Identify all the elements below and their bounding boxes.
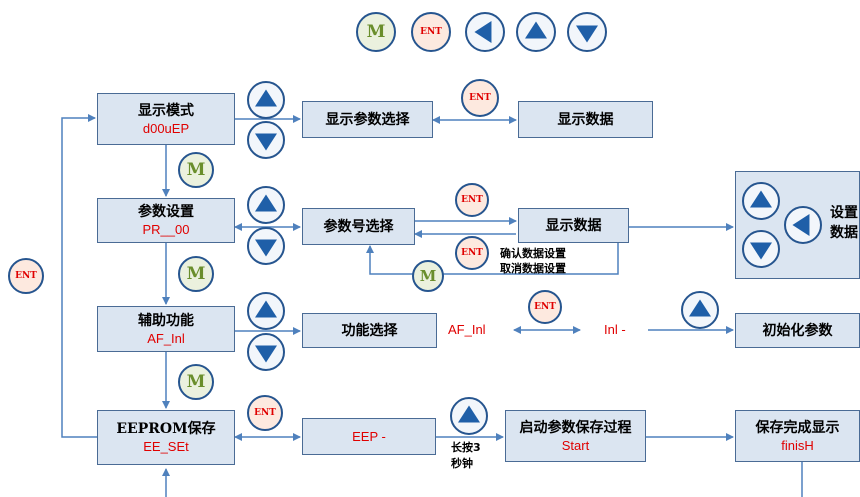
display-ent-button: ENT [461, 79, 499, 117]
param-number-select-box: 参数号选择 [302, 208, 415, 245]
param-m-button: M [412, 260, 444, 292]
m-label: M [186, 160, 206, 180]
aux-down-button [247, 333, 285, 371]
panel-title-line1: 设置 [830, 205, 858, 221]
eeprom-ent-button: ENT [247, 395, 283, 431]
up-arrow-icon [255, 194, 277, 212]
m-label: M [366, 22, 386, 42]
m-label: M [186, 264, 206, 284]
down-arrow-icon [255, 239, 277, 257]
up-arrow-icon [525, 21, 547, 39]
hold-note-line2: 秒钟 [451, 457, 473, 470]
af-code-text: AF_Inl [448, 322, 486, 337]
ent-label: ENT [534, 302, 556, 312]
panel-left-button [784, 206, 822, 244]
left-arrow-icon [474, 21, 492, 43]
m-button-3: M [178, 364, 214, 400]
param-data-label: 显示数据 [545, 217, 602, 234]
up-arrow-icon [689, 299, 711, 317]
cancel-data-note: 取消数据设置 [500, 262, 566, 275]
param-number-select-label: 参数号选择 [323, 218, 394, 235]
legend-m-button: M [356, 12, 396, 52]
m-button-2: M [178, 256, 214, 292]
finish-display-box: 保存完成显示 finisH [735, 410, 860, 462]
param-down-button [247, 227, 285, 265]
down-arrow-icon [255, 133, 277, 151]
panel-title-line2: 数据 [830, 225, 858, 241]
loop-ent-button: ENT [8, 258, 44, 294]
start-save-title: 启动参数保存过程 [519, 419, 632, 436]
m-label: M [419, 267, 437, 285]
aux-up-button [247, 292, 285, 330]
ent-label: ENT [420, 27, 442, 37]
down-arrow-icon [750, 242, 772, 260]
ent-label: ENT [254, 408, 276, 418]
left-arrow-icon [792, 214, 810, 236]
start-save-box: 启动参数保存过程 Start [505, 410, 646, 462]
display-mode-title: 显示模式 [138, 102, 194, 119]
aux-mode-code: AF_Inl [147, 330, 185, 346]
aux-ent-button: ENT [528, 290, 562, 324]
ent-label: ENT [15, 271, 37, 281]
param-up-button [247, 186, 285, 224]
eeprom-mode-title: EEPROM保存 [116, 421, 216, 437]
m-button-1: M [178, 152, 214, 188]
ent-label: ENT [461, 195, 483, 205]
eeprom-mode-code: EE_SEt [143, 439, 189, 454]
function-select-box: 功能选择 [302, 313, 437, 348]
start-save-code: Start [561, 437, 590, 453]
ent-label: ENT [469, 93, 491, 103]
param-ent-button-bottom: ENT [455, 236, 489, 270]
down-arrow-icon [255, 345, 277, 363]
eeprom-mode-box: EEPROM保存 EE_SEt [97, 410, 235, 465]
hold-note-line1: 长按3 [451, 441, 481, 454]
display-up-button [247, 81, 285, 119]
confirm-data-note: 确认数据设置 [500, 247, 566, 260]
set-data-panel: 设置 数据 [735, 171, 860, 279]
panel-up-button [742, 182, 780, 220]
param-mode-box: 参数设置 PR__00 [97, 198, 235, 243]
init-param-box: 初始化参数 [735, 313, 860, 348]
up-arrow-icon [255, 89, 277, 107]
display-mode-code: d00uEP [142, 120, 190, 136]
legend-down-button [567, 12, 607, 52]
panel-down-button [742, 230, 780, 268]
inl-code-text: Inl - [604, 322, 626, 337]
up-arrow-icon [255, 300, 277, 318]
legend-left-button [465, 12, 505, 52]
loop-line-left [61, 114, 97, 438]
ent-label: ENT [461, 248, 483, 258]
up-arrow-icon [750, 190, 772, 208]
param-mode-code: PR__00 [142, 222, 190, 237]
return-loop-param [366, 243, 619, 275]
function-select-label: 功能选择 [341, 322, 398, 339]
eeprom-up-button [450, 397, 488, 435]
m-label: M [186, 372, 206, 392]
display-data-label: 显示数据 [557, 111, 614, 128]
display-mode-box: 显示模式 d00uEP [97, 93, 235, 145]
param-mode-title: 参数设置 [138, 204, 194, 220]
display-param-select-label: 显示参数选择 [325, 111, 410, 128]
eep-code-box: EEP - [302, 418, 436, 455]
param-data-box: 显示数据 [518, 208, 629, 243]
eep-code-text: EEP - [352, 429, 386, 444]
param-ent-button-top: ENT [455, 183, 489, 217]
display-data-box: 显示数据 [518, 101, 653, 138]
display-down-button [247, 121, 285, 159]
legend-up-button [516, 12, 556, 52]
aux-mode-box: 辅助功能 AF_Inl [97, 306, 235, 352]
down-arrow-icon [576, 25, 598, 43]
display-param-select-box: 显示参数选择 [302, 101, 433, 138]
up-arrow-icon [458, 405, 480, 423]
init-param-label: 初始化参数 [762, 322, 833, 339]
finish-display-code: finisH [781, 437, 814, 453]
aux-up-button-right [681, 291, 719, 329]
aux-mode-title: 辅助功能 [138, 312, 194, 329]
legend-ent-button: ENT [411, 12, 451, 52]
finish-display-title: 保存完成显示 [755, 419, 840, 436]
